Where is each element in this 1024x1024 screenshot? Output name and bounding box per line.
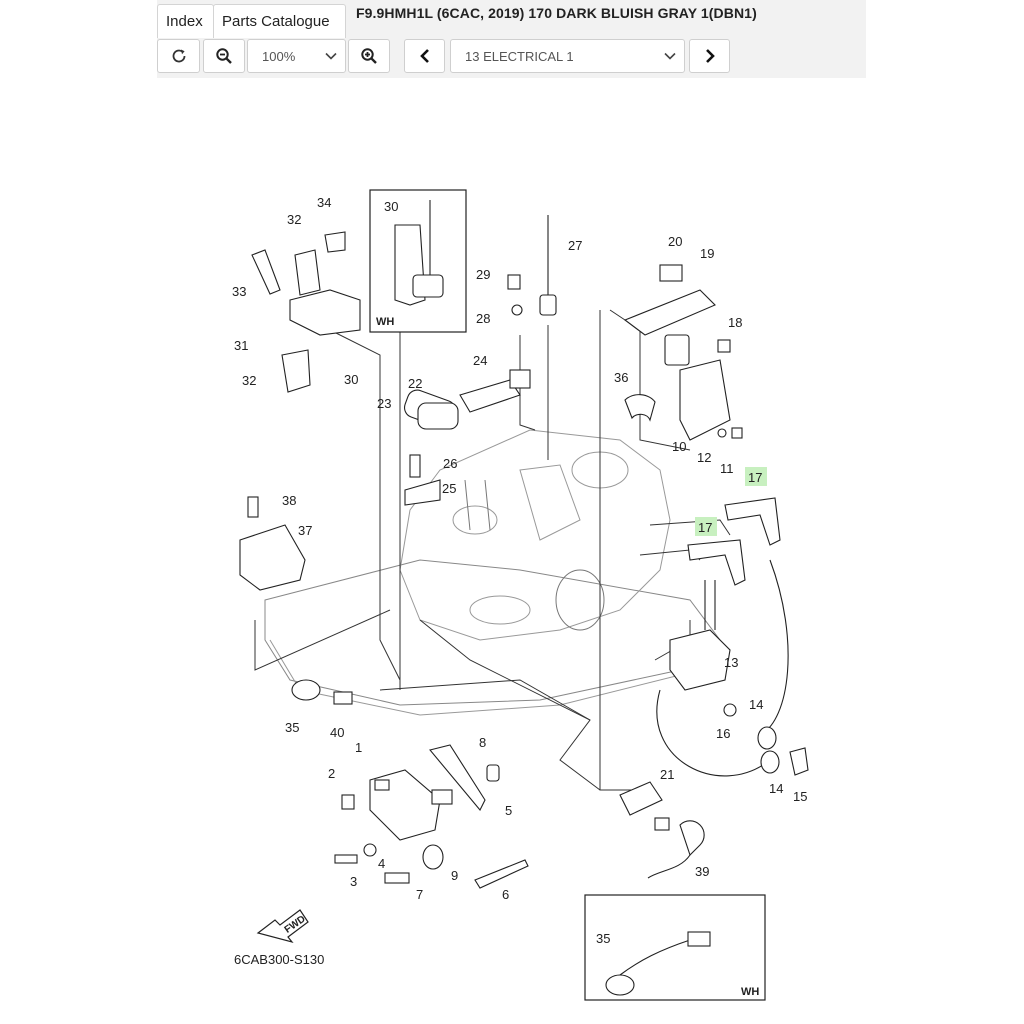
callout-18[interactable]: 18 xyxy=(728,315,742,330)
callout-40[interactable]: 40 xyxy=(330,725,344,740)
section-value: 13 ELECTRICAL 1 xyxy=(465,48,574,64)
callout-1[interactable]: 1 xyxy=(355,740,362,755)
callout-13[interactable]: 13 xyxy=(724,655,738,670)
callout-17a[interactable]: 17 xyxy=(748,470,762,485)
callout-8[interactable]: 8 xyxy=(479,735,486,750)
callout-35a[interactable]: 35 xyxy=(285,720,299,735)
callout-30a[interactable]: 30 xyxy=(384,199,398,214)
tab-parts-catalogue[interactable]: Parts Catalogue xyxy=(213,4,346,38)
callout-11[interactable]: 11 xyxy=(720,461,734,476)
callout-10[interactable]: 10 xyxy=(672,439,686,454)
callout-27[interactable]: 27 xyxy=(568,238,582,253)
callout-16[interactable]: 16 xyxy=(716,726,730,741)
part-shapes xyxy=(239,200,809,996)
callout-30b[interactable]: 30 xyxy=(344,372,358,387)
fwd-arrow: FWD xyxy=(256,909,309,944)
tab-index[interactable]: Index xyxy=(157,4,214,38)
zoom-out-icon xyxy=(216,48,232,64)
callout-32b[interactable]: 32 xyxy=(242,373,256,388)
refresh-button[interactable] xyxy=(157,39,200,73)
callout-34[interactable]: 34 xyxy=(317,195,331,210)
chevron-left-icon xyxy=(419,49,429,63)
callout-22[interactable]: 22 xyxy=(408,376,422,391)
callout-14a[interactable]: 14 xyxy=(749,697,763,712)
zoom-select[interactable]: 100% xyxy=(247,39,346,73)
callout-24[interactable]: 24 xyxy=(473,353,487,368)
callout-35b[interactable]: 35 xyxy=(596,931,610,946)
callout-12[interactable]: 12 xyxy=(697,450,711,465)
chevron-down-icon xyxy=(664,52,676,60)
callout-15[interactable]: 15 xyxy=(793,789,807,804)
wh-label-bottom: WH xyxy=(741,986,759,998)
next-section-button[interactable] xyxy=(689,39,730,73)
callout-7[interactable]: 7 xyxy=(416,887,423,902)
callout-14b[interactable]: 14 xyxy=(769,781,783,796)
callout-29[interactable]: 29 xyxy=(476,267,490,282)
callout-36[interactable]: 36 xyxy=(614,370,628,385)
callout-2[interactable]: 2 xyxy=(328,766,335,781)
callout-28[interactable]: 28 xyxy=(476,311,490,326)
section-select[interactable]: 13 ELECTRICAL 1 xyxy=(450,39,685,73)
callout-39[interactable]: 39 xyxy=(695,864,709,879)
callout-6[interactable]: 6 xyxy=(502,887,509,902)
highlight-17b xyxy=(695,517,717,536)
callout-37[interactable]: 37 xyxy=(298,523,312,538)
callout-31[interactable]: 31 xyxy=(234,338,248,353)
prev-section-button[interactable] xyxy=(404,39,445,73)
callout-5[interactable]: 5 xyxy=(505,803,512,818)
zoom-out-button[interactable] xyxy=(203,39,245,73)
engine-outline xyxy=(264,429,721,716)
callout-9[interactable]: 9 xyxy=(451,868,458,883)
callout-25[interactable]: 25 xyxy=(442,481,456,496)
callout-33[interactable]: 33 xyxy=(232,284,246,299)
callout-3[interactable]: 3 xyxy=(350,874,357,889)
zoom-in-icon xyxy=(361,48,377,64)
chevron-right-icon xyxy=(705,49,715,63)
callout-4[interactable]: 4 xyxy=(378,856,385,871)
page-title: F9.9HMH1L (6CAC, 2019) 170 DARK BLUISH G… xyxy=(356,5,757,21)
callout-38[interactable]: 38 xyxy=(282,493,296,508)
callout-23[interactable]: 23 xyxy=(377,396,391,411)
callout-20[interactable]: 20 xyxy=(668,234,682,249)
zoom-in-button[interactable] xyxy=(348,39,390,73)
chevron-down-icon xyxy=(325,52,337,60)
callout-17b[interactable]: 17 xyxy=(698,520,712,535)
zoom-value: 100% xyxy=(262,48,296,64)
wh-label: WH xyxy=(376,316,394,328)
callout-labels: WH WH 6CAB300-S130 1 2 3 4 5 6 7 8 9 10 … xyxy=(232,195,807,998)
highlight-17a xyxy=(745,467,767,486)
diagram-code: 6CAB300-S130 xyxy=(234,952,324,967)
callout-21[interactable]: 21 xyxy=(660,767,674,782)
callout-32a[interactable]: 32 xyxy=(287,212,301,227)
callout-26[interactable]: 26 xyxy=(443,456,457,471)
callout-19[interactable]: 19 xyxy=(700,246,714,261)
refresh-icon xyxy=(172,49,185,63)
